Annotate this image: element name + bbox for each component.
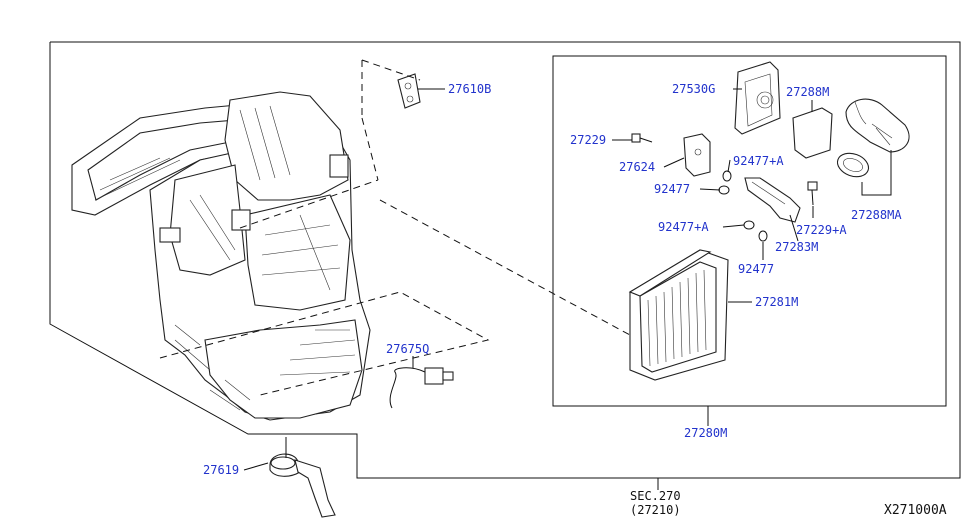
dashed-guide-3 <box>159 291 490 396</box>
label-27530g[interactable]: 27530G <box>672 82 715 96</box>
label-27619[interactable]: 27619 <box>203 463 239 477</box>
bolt-27229a-icon <box>807 181 818 206</box>
label-27283m[interactable]: 27283M <box>775 240 818 254</box>
label-27610b[interactable]: 27610B <box>448 82 491 96</box>
evaporator-box <box>552 55 947 407</box>
evaporator-core-27281m-icon <box>628 249 729 381</box>
label-27288ma[interactable]: 27288MA <box>851 208 902 222</box>
bracket-27610b-icon <box>397 73 421 109</box>
label-92477-upper[interactable]: 92477 <box>654 182 690 196</box>
label-27229-a[interactable]: 27229+A <box>796 223 847 237</box>
outer-frame <box>49 41 961 479</box>
o-ring-1-icon <box>722 170 732 182</box>
label-27288m[interactable]: 27288M <box>786 85 829 99</box>
o-ring-2-icon <box>718 185 730 195</box>
seal-27288m-icon <box>792 107 833 159</box>
dashed-guide-1 <box>361 59 421 181</box>
label-27229[interactable]: 27229 <box>570 133 606 147</box>
o-ring-4-icon <box>758 230 768 242</box>
cover-27530g-icon <box>734 61 781 135</box>
section-sub-reference: (27210) <box>630 503 681 517</box>
section-reference: SEC.270 <box>630 489 681 503</box>
dashed-guide-2 <box>239 179 631 336</box>
diagram-reference-code: X271000A <box>884 503 947 518</box>
pipe-27283m-icon <box>744 177 801 223</box>
expansion-valve-27624-icon <box>683 133 711 177</box>
bolt-27229-icon <box>631 133 653 143</box>
label-92477-a-lower[interactable]: 92477+A <box>658 220 709 234</box>
label-27624[interactable]: 27624 <box>619 160 655 174</box>
heater-unit-housing <box>71 91 371 518</box>
hose-27288ma-icon <box>836 98 910 178</box>
label-92477-lower[interactable]: 92477 <box>738 262 774 276</box>
label-27281m[interactable]: 27281M <box>755 295 798 309</box>
leader-lines <box>243 88 892 471</box>
label-27280m[interactable]: 27280M <box>684 426 727 440</box>
sensor-27675q-icon <box>389 367 454 409</box>
o-ring-3-icon <box>743 220 755 230</box>
label-27675q[interactable]: 27675Q <box>386 342 429 356</box>
label-92477-a-upper[interactable]: 92477+A <box>733 154 784 168</box>
